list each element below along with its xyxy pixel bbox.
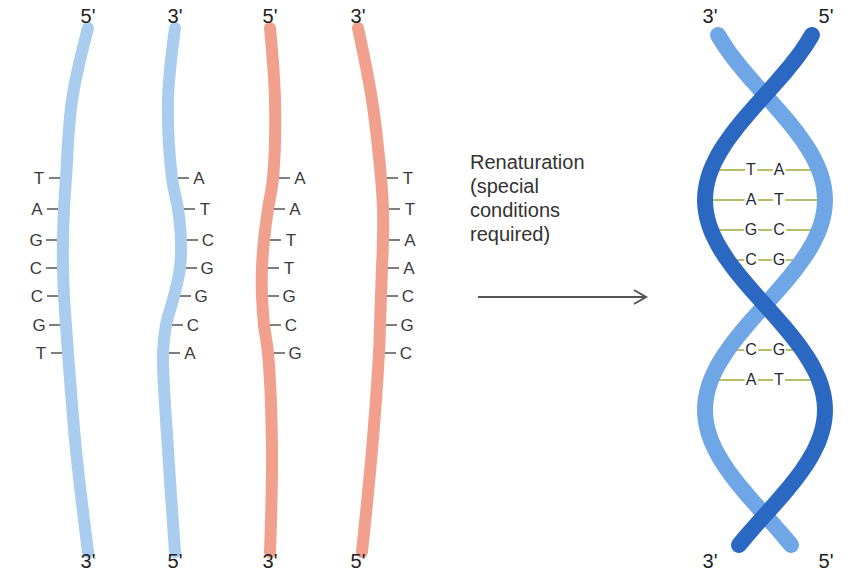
strand-end-label: 3' [168,6,183,26]
process-note: Renaturation (special conditions require… [470,150,610,246]
base-letter: A [402,260,415,277]
base-pair-rung [728,349,803,351]
strand-end-label: 3' [81,551,96,571]
base-tick [387,295,398,297]
process-arrow [478,296,645,298]
strand-end-label: 3' [263,551,278,571]
base-letter: T [35,345,47,362]
base-pair-rung [711,229,819,231]
base-tick [49,177,60,179]
base-tick [180,295,191,297]
base-tick [51,352,62,354]
base-letter: T [285,232,297,249]
base-pair-letter: T [773,372,785,388]
strand-end-label: 3' [351,6,366,26]
base-tick [184,208,195,210]
base-letter: G [28,232,43,249]
base-letter: A [183,345,196,362]
base-tick [47,295,58,297]
base-pair-letter: A [745,372,758,388]
base-letter: G [31,317,46,334]
base-letter: C [29,260,43,277]
base-letter: C [399,345,413,362]
base-letter: G [199,260,214,277]
base-letter: A [288,201,301,218]
base-tick [268,295,279,297]
base-pair-rung [711,379,819,381]
base-pair-letter: T [773,192,785,208]
base-letter: T [404,201,416,218]
base-tick [268,267,279,269]
strand-end-label: 5' [819,6,834,26]
base-letter: G [399,317,414,334]
base-tick [270,239,281,241]
base-tick [186,267,197,269]
dna-strand [163,28,181,552]
base-pair-letter: G [772,252,786,268]
base-letter: C [201,232,215,249]
helix-strand [705,35,825,545]
strand-end-label: 5' [351,551,366,571]
arrow-head [634,290,646,304]
base-tick [187,239,198,241]
base-letter: C [30,288,44,305]
strand-end-label: 3' [703,6,718,26]
base-letter: G [193,288,208,305]
base-tick [46,239,57,241]
strand-end-label: 5' [168,551,183,571]
base-letter: A [30,201,43,218]
base-pair-rung [705,199,825,201]
base-letter: A [403,232,416,249]
base-letter: A [192,170,205,187]
base-pair-letter: T [745,162,757,178]
base-letter: C [401,288,415,305]
base-pair-letter: C [744,342,758,358]
base-letter: T [283,260,295,277]
base-tick [270,324,281,326]
dna-strand [358,28,383,552]
strand-end-label: 5' [819,551,834,571]
base-tick [279,177,290,179]
base-letter: C [186,317,200,334]
base-letter: A [293,170,306,187]
base-tick [47,208,58,210]
base-tick [389,208,400,210]
base-tick [388,267,399,269]
base-tick [169,352,180,354]
base-letter: G [281,288,296,305]
base-pair-rung [711,169,819,171]
base-pair-letter: G [772,342,786,358]
base-tick [274,208,285,210]
strand-end-label: 5' [81,6,96,26]
base-letter: T [33,170,45,187]
dna-strand [262,28,275,552]
base-tick [386,324,397,326]
dna-strand [63,28,88,552]
strand-end-label: 3' [703,551,718,571]
strand-end-label: 5' [263,6,278,26]
base-pair-letter: C [772,222,786,238]
base-pair-rung [728,259,803,261]
helix-strand [705,35,825,545]
base-letter: T [402,170,414,187]
base-tick [389,239,400,241]
base-pair-letter: G [744,222,758,238]
base-tick [46,267,57,269]
base-tick [178,177,189,179]
base-pair-letter: A [745,192,758,208]
base-pair-letter: C [744,252,758,268]
base-letter: T [199,201,211,218]
base-letter: C [284,317,298,334]
base-tick [385,352,396,354]
base-tick [387,177,398,179]
base-pair-letter: A [773,162,786,178]
base-tick [49,324,60,326]
base-tick [172,324,183,326]
base-tick [274,352,285,354]
base-letter: G [287,345,302,362]
